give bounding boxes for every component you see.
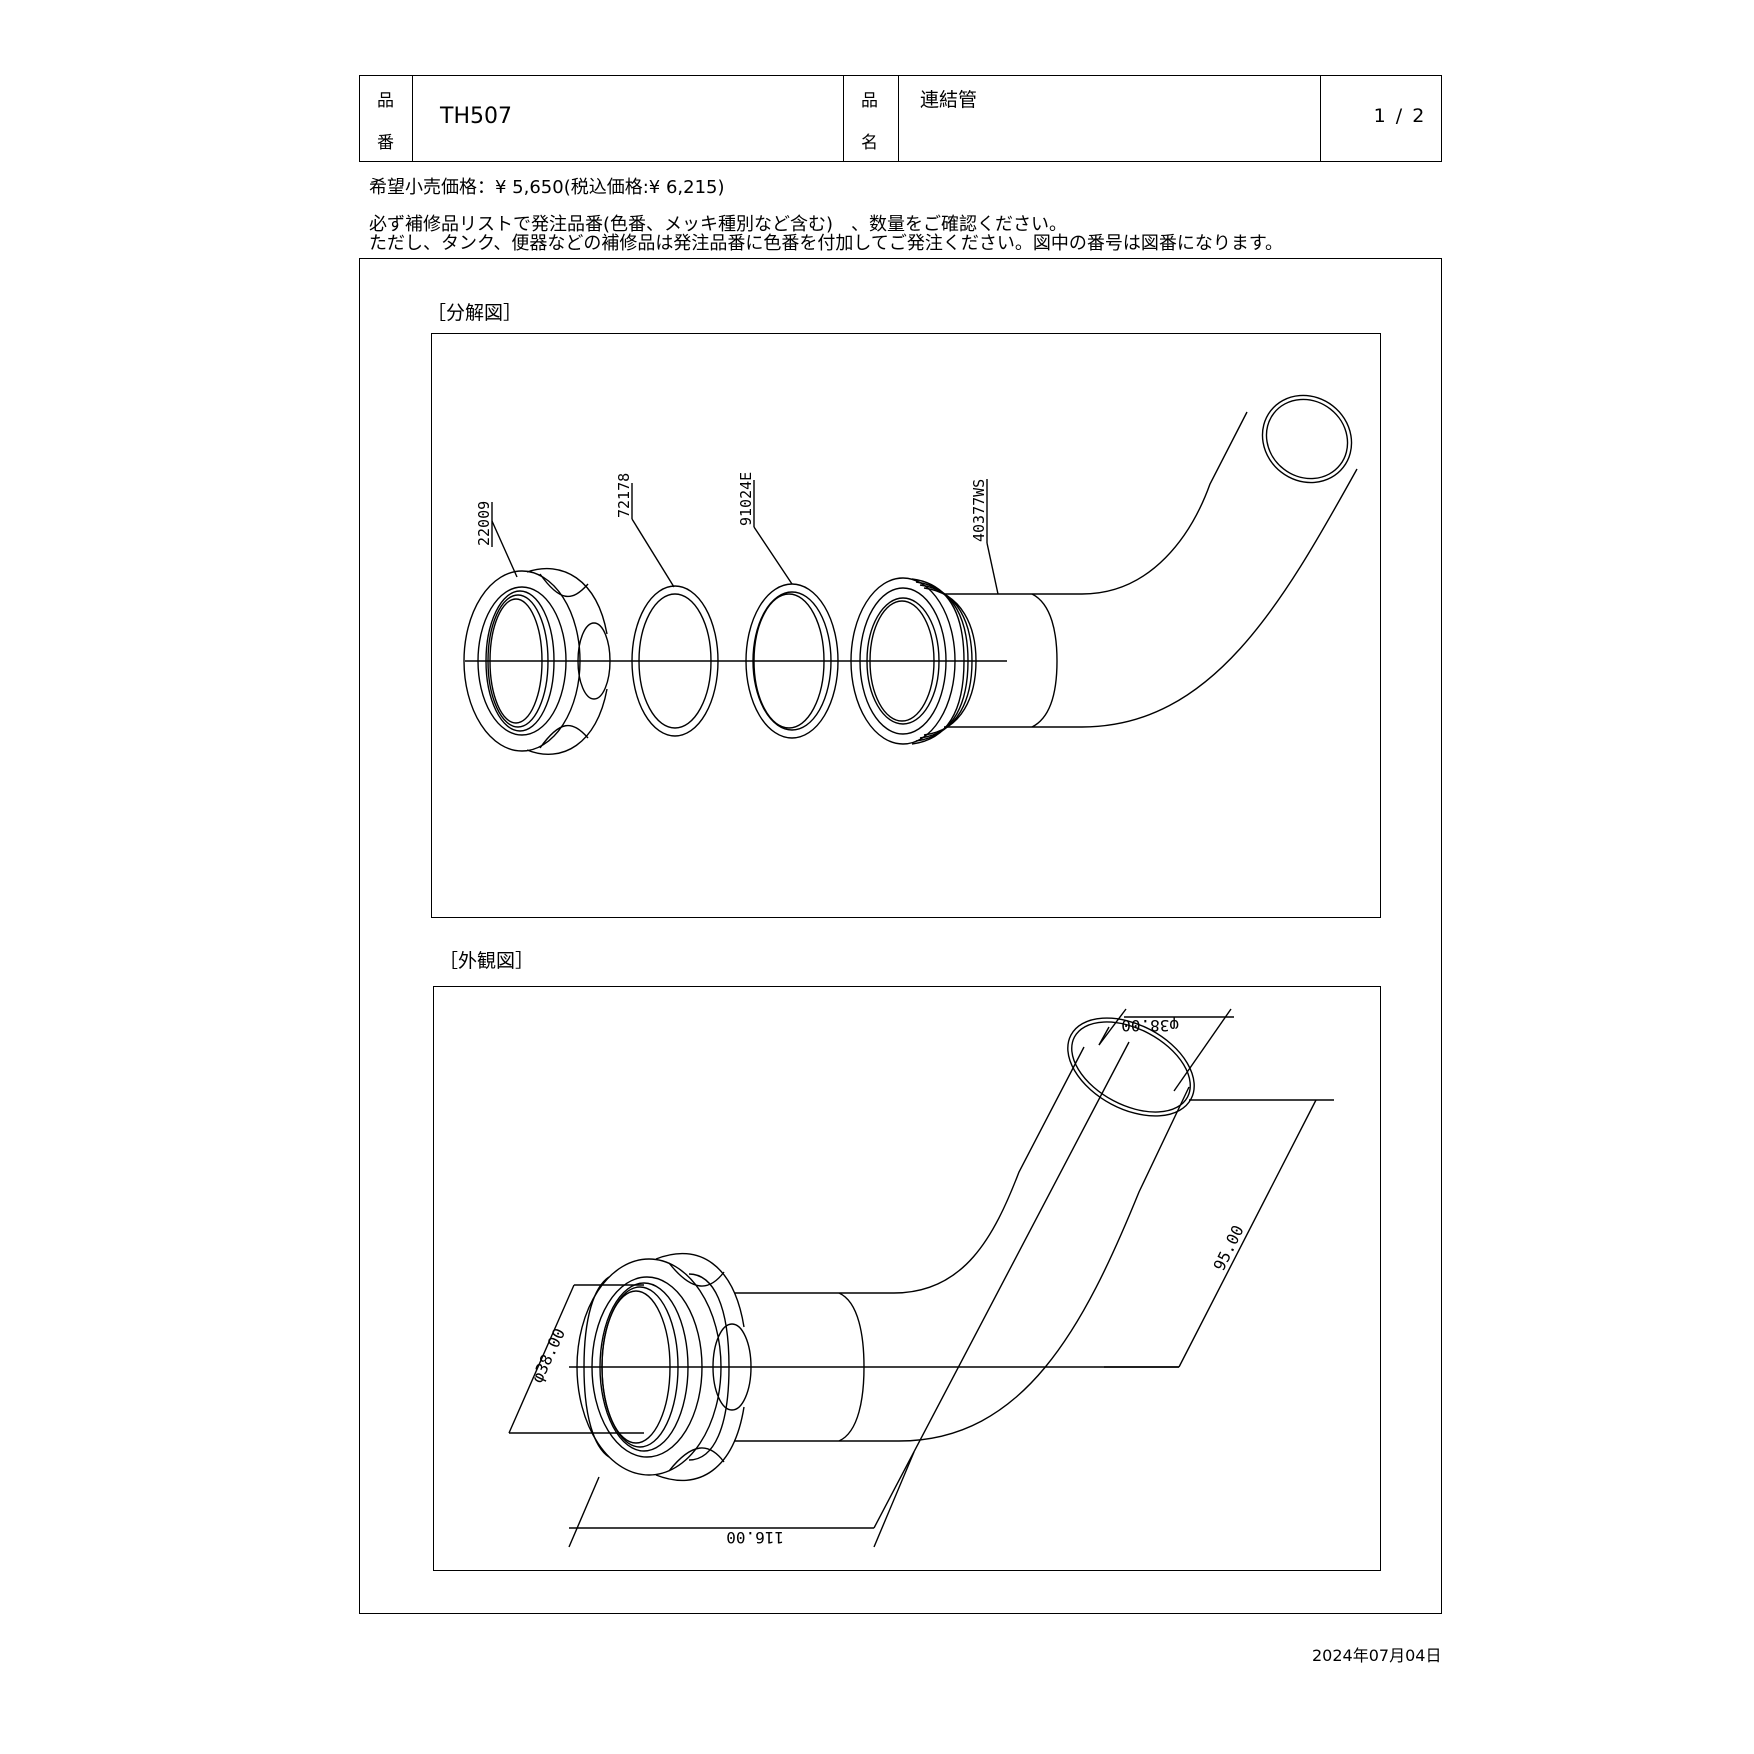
cap-nut-part <box>463 567 611 755</box>
exploded-view-label: ［分解図］ <box>427 302 523 324</box>
cap-nut-part <box>576 1252 752 1482</box>
divider <box>843 76 844 161</box>
note-line: 必ず補修品リストで発注品番(色番、メッキ種別など含む) 、数量をご確認ください。 <box>369 214 1068 235</box>
dimension-label: φ38.00 <box>527 1325 569 1385</box>
part-number-label: 72178 <box>615 473 633 518</box>
divider <box>898 76 899 161</box>
product-name: 連結管 <box>920 89 978 111</box>
packing-part <box>631 585 719 737</box>
price-line: 希望小売価格：¥ 5,650(税込価格:¥ 6,215) <box>369 177 725 198</box>
dimension-label: 116.00 <box>726 1528 784 1547</box>
exploded-view-drawing: 22009 72178 91024E 40377WS <box>463 394 1358 755</box>
product-number-label: 番 <box>377 133 394 153</box>
external-view-label: ［外観図］ <box>439 950 535 972</box>
note-line: ただし、タンク、便器などの補修品は発注品番に色番を付加してご発注ください。図中の… <box>369 233 1284 254</box>
part-number-label: 40377WS <box>970 479 988 542</box>
external-view-frame: φ38.00 φ38.00 116.00 95.00 <box>433 986 1381 1571</box>
header-table: 品 番 TH507 品 名 連結管 1 / 2 <box>359 75 1442 162</box>
product-name-label: 品 <box>861 91 878 111</box>
part-number-label: 91024E <box>737 472 755 526</box>
dimension-label: 95.00 <box>1210 1222 1248 1274</box>
drawing-frame <box>359 258 1442 1614</box>
divider <box>1320 76 1321 161</box>
part-number-label: 22009 <box>475 501 493 546</box>
issue-date: 2024年07月04日 <box>1312 1646 1442 1665</box>
page-number: 1 / 2 <box>1373 105 1427 127</box>
dimension-label: φ38.00 <box>1121 1016 1179 1035</box>
elbow-pipe-part <box>839 1017 1195 1442</box>
product-number: TH507 <box>440 104 512 129</box>
product-number-label: 品 <box>377 91 394 111</box>
divider <box>412 76 413 161</box>
external-view-drawing: φ38.00 φ38.00 116.00 95.00 <box>508 1008 1334 1548</box>
exploded-view-frame: 22009 72178 91024E 40377WS <box>431 333 1381 918</box>
elbow-pipe-part <box>850 394 1358 745</box>
product-name-label: 名 <box>861 133 878 153</box>
